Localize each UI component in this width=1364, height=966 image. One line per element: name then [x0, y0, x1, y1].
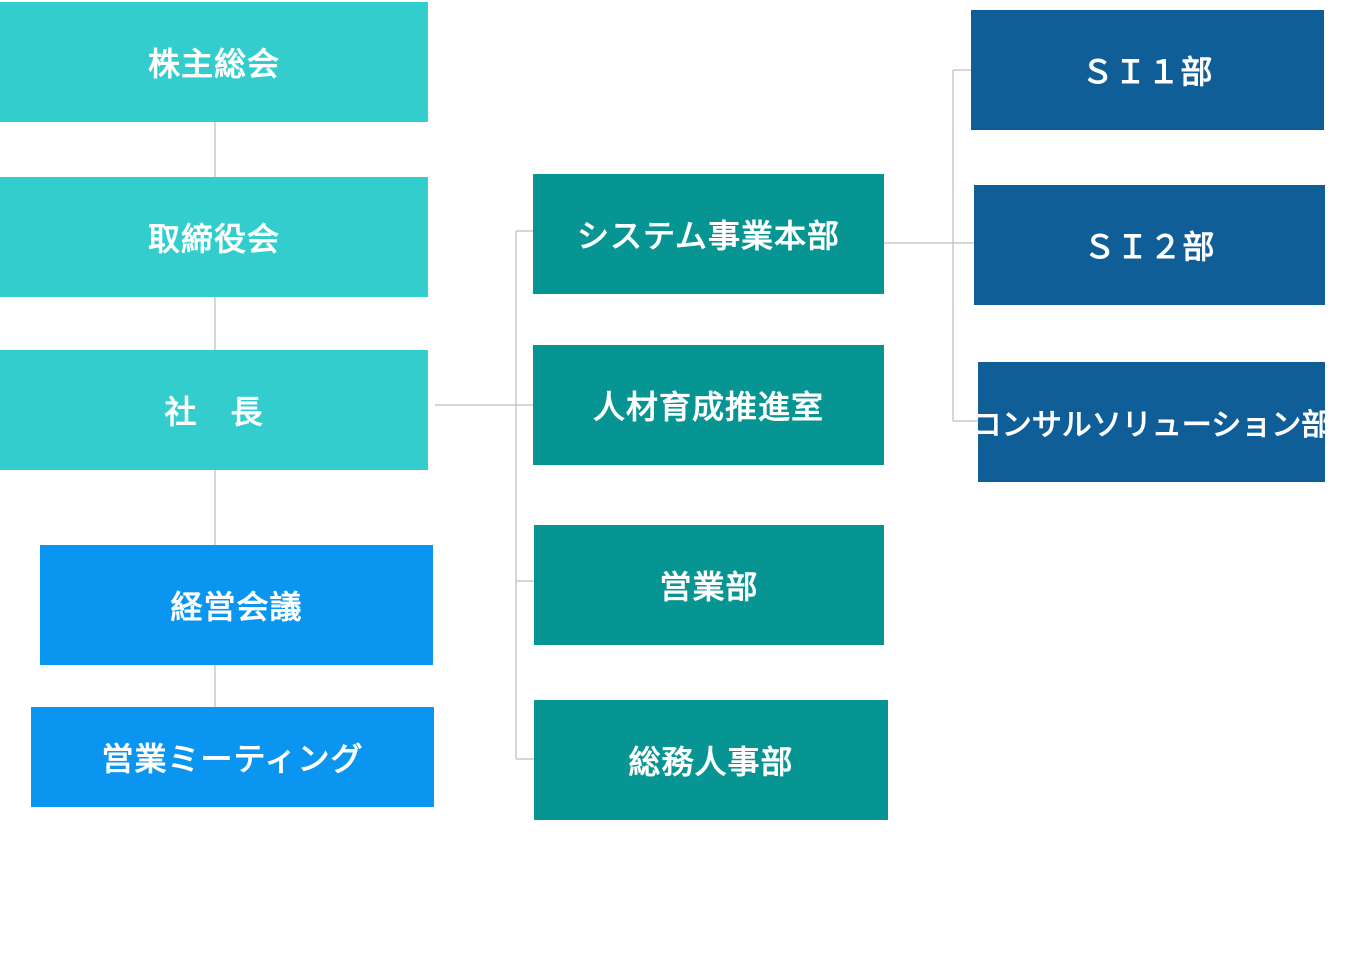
- si2-department-label: ＳＩ２部: [1083, 228, 1216, 266]
- board-of-directors-label: 取締役会: [147, 220, 280, 258]
- si1-department-box: ＳＩ１部: [971, 10, 1324, 130]
- general-affairs-label: 総務人事部: [628, 743, 794, 781]
- system-division-box: システム事業本部: [533, 174, 884, 294]
- sales-meeting-label: 営業ミーティング: [101, 740, 364, 778]
- si1-department-label: ＳＩ１部: [1081, 53, 1214, 91]
- shareholders-meeting-label: 株主総会: [147, 45, 280, 83]
- management-meeting-label: 経営会議: [170, 588, 303, 626]
- sales-department-label: 営業部: [659, 568, 759, 606]
- board-of-directors-box: 取締役会: [0, 177, 428, 297]
- hr-development-label: 人材育成推進室: [592, 388, 824, 426]
- consulting-solution-box: コンサルソリューション部: [972, 362, 1331, 482]
- hr-development-box: 人材育成推進室: [533, 345, 884, 465]
- system-division-label: システム事業本部: [576, 217, 841, 255]
- sales-department-box: 営業部: [534, 525, 884, 645]
- si2-department-box: ＳＩ２部: [974, 185, 1325, 305]
- management-meeting-box: 経営会議: [40, 545, 433, 665]
- sales-meeting-box: 営業ミーティング: [31, 707, 434, 807]
- shareholders-meeting-box: 株主総会: [0, 2, 428, 122]
- president-label: 社 長: [164, 393, 264, 431]
- consulting-solution-label: コンサルソリューション部: [971, 408, 1332, 443]
- general-affairs-box: 総務人事部: [534, 700, 888, 820]
- president-box: 社 長: [0, 350, 428, 470]
